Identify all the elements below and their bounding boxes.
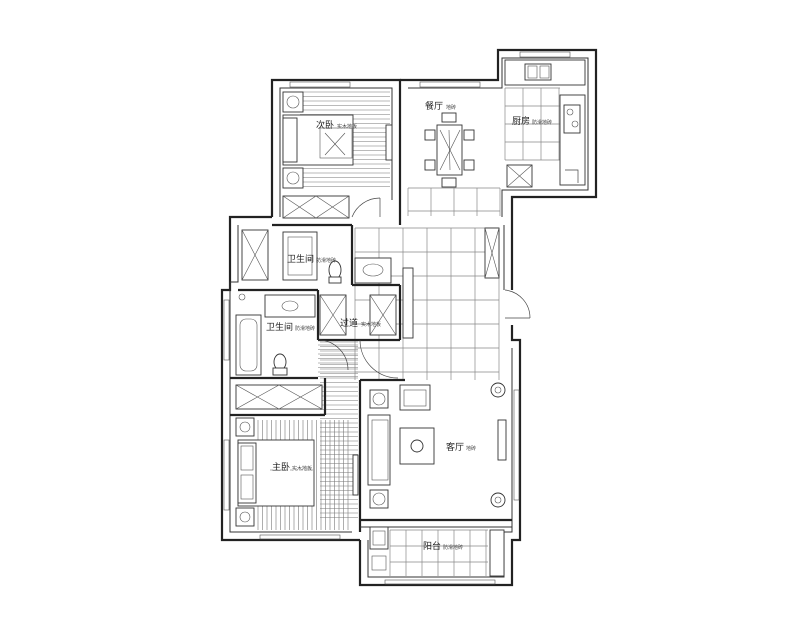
sub-living: 地砖 <box>466 445 476 452</box>
label-balcony: 阳台 <box>423 540 441 552</box>
sub-hallway: 实木地板 <box>361 321 381 328</box>
bathroom-2-fixtures <box>235 293 316 376</box>
kitchen-furniture <box>504 59 586 188</box>
master-bedroom-furniture <box>235 384 359 527</box>
label-living: 客厅 <box>446 441 464 453</box>
balcony-fixtures <box>369 526 505 577</box>
label-bathroom-1: 卫生间 <box>287 253 314 265</box>
dining-furniture <box>424 112 475 188</box>
label-dining: 餐厅 <box>425 100 443 112</box>
label-hallway: 过道 <box>340 317 358 329</box>
floor-tiles-balcony <box>389 529 488 576</box>
sub-bathroom-2: 防滑地砖 <box>295 325 315 332</box>
label-second-bedroom: 次卧 <box>316 119 334 131</box>
label-bathroom-2: 卫生间 <box>266 321 293 333</box>
sub-dining: 地砖 <box>446 104 456 111</box>
bathroom-1-fixtures <box>241 229 392 284</box>
sub-second-bedroom: 实木地板 <box>337 123 357 130</box>
windows <box>223 51 571 585</box>
living-furniture <box>367 227 531 509</box>
second-bedroom-furniture <box>282 91 393 219</box>
floor-hatch-hallway <box>320 341 358 518</box>
floor-tiles-kitchen <box>504 87 560 161</box>
sub-kitchen: 防滑地砖 <box>532 119 552 126</box>
sub-balcony: 防滑地砖 <box>443 544 463 551</box>
hallway-fixtures <box>317 267 414 379</box>
floor-tiles-dining <box>407 187 501 216</box>
sub-bathroom-1: 防滑地砖 <box>316 257 336 264</box>
sub-master-bedroom: 实木地板 <box>292 465 312 472</box>
label-kitchen: 厨房 <box>512 115 530 127</box>
label-master-bedroom: 主卧 <box>272 461 290 473</box>
floor-hatch-bath-2 <box>318 344 358 377</box>
room-labels: 次卧 实木地板 餐厅 地砖 厨房 防滑地砖 卫生间 防滑地砖 卫生间 防滑地砖 … <box>266 100 552 552</box>
